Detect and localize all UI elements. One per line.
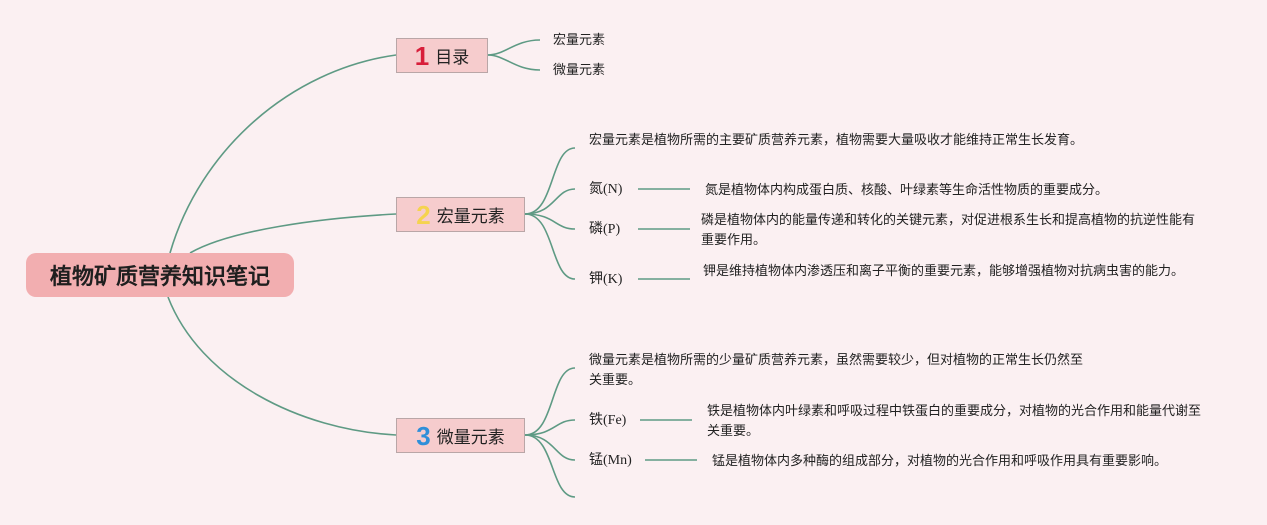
branch-title: 微量元素 <box>436 428 505 448</box>
item-desc-N: 氮是植物体内构成蛋白质、核酸、叶绿素等生命活性物质的重要成分。 <box>705 183 1109 198</box>
micro-intro: 微量元素是植物所需的少量矿质营养元素，虽然需要较少，但对植物的正常生长仍然至关重… <box>589 353 1084 388</box>
toc-item-macro[interactable]: 宏量元素 <box>553 33 606 48</box>
item-desc-Mn: 锰是植物体内多种酶的组成部分，对植物的光合作用和呼吸作用具有重要影响。 <box>712 454 1168 469</box>
macro-intro: 宏量元素是植物所需的主要矿质营养元素，植物需要大量吸收才能维持正常生长发育。 <box>589 133 1084 148</box>
branch-node-1[interactable]: 1 目录 <box>396 38 488 73</box>
item-label-K[interactable]: 钾(K) <box>589 272 623 287</box>
root-title: 植物矿质营养知识笔记 <box>49 265 270 290</box>
number-3-badge: 3 <box>416 420 431 451</box>
item-desc-P: 磷是植物体内的能量传递和转化的关键元素，对促进根系生长和提高植物的抗逆性能有重要… <box>701 213 1196 248</box>
item-label-Mn[interactable]: 锰(Mn) <box>589 453 632 468</box>
item-label-Fe[interactable]: 铁(Fe) <box>589 413 627 428</box>
number-1-badge: 1 <box>414 40 430 71</box>
branch-node-2[interactable]: 2 宏量元素 <box>396 197 525 232</box>
item-label-N[interactable]: 氮(N) <box>589 182 623 197</box>
branch-node-3[interactable]: 3 微量元素 <box>396 418 525 453</box>
item-desc-Fe: 铁是植物体内叶绿素和呼吸过程中铁蛋白的重要成分，对植物的光合作用和能量代谢至关重… <box>707 404 1202 439</box>
branch-title: 目录 <box>435 48 470 68</box>
item-label-P[interactable]: 磷(P) <box>589 222 621 237</box>
root-node[interactable]: 植物矿质营养知识笔记 <box>26 253 294 297</box>
item-desc-K: 钾是维持植物体内渗透压和离子平衡的重要元素，能够增强植物对抗病虫害的能力。 <box>703 264 1185 279</box>
number-2-badge: 2 <box>416 199 431 230</box>
branch-title: 宏量元素 <box>436 207 505 227</box>
toc-item-micro[interactable]: 微量元素 <box>553 63 606 78</box>
